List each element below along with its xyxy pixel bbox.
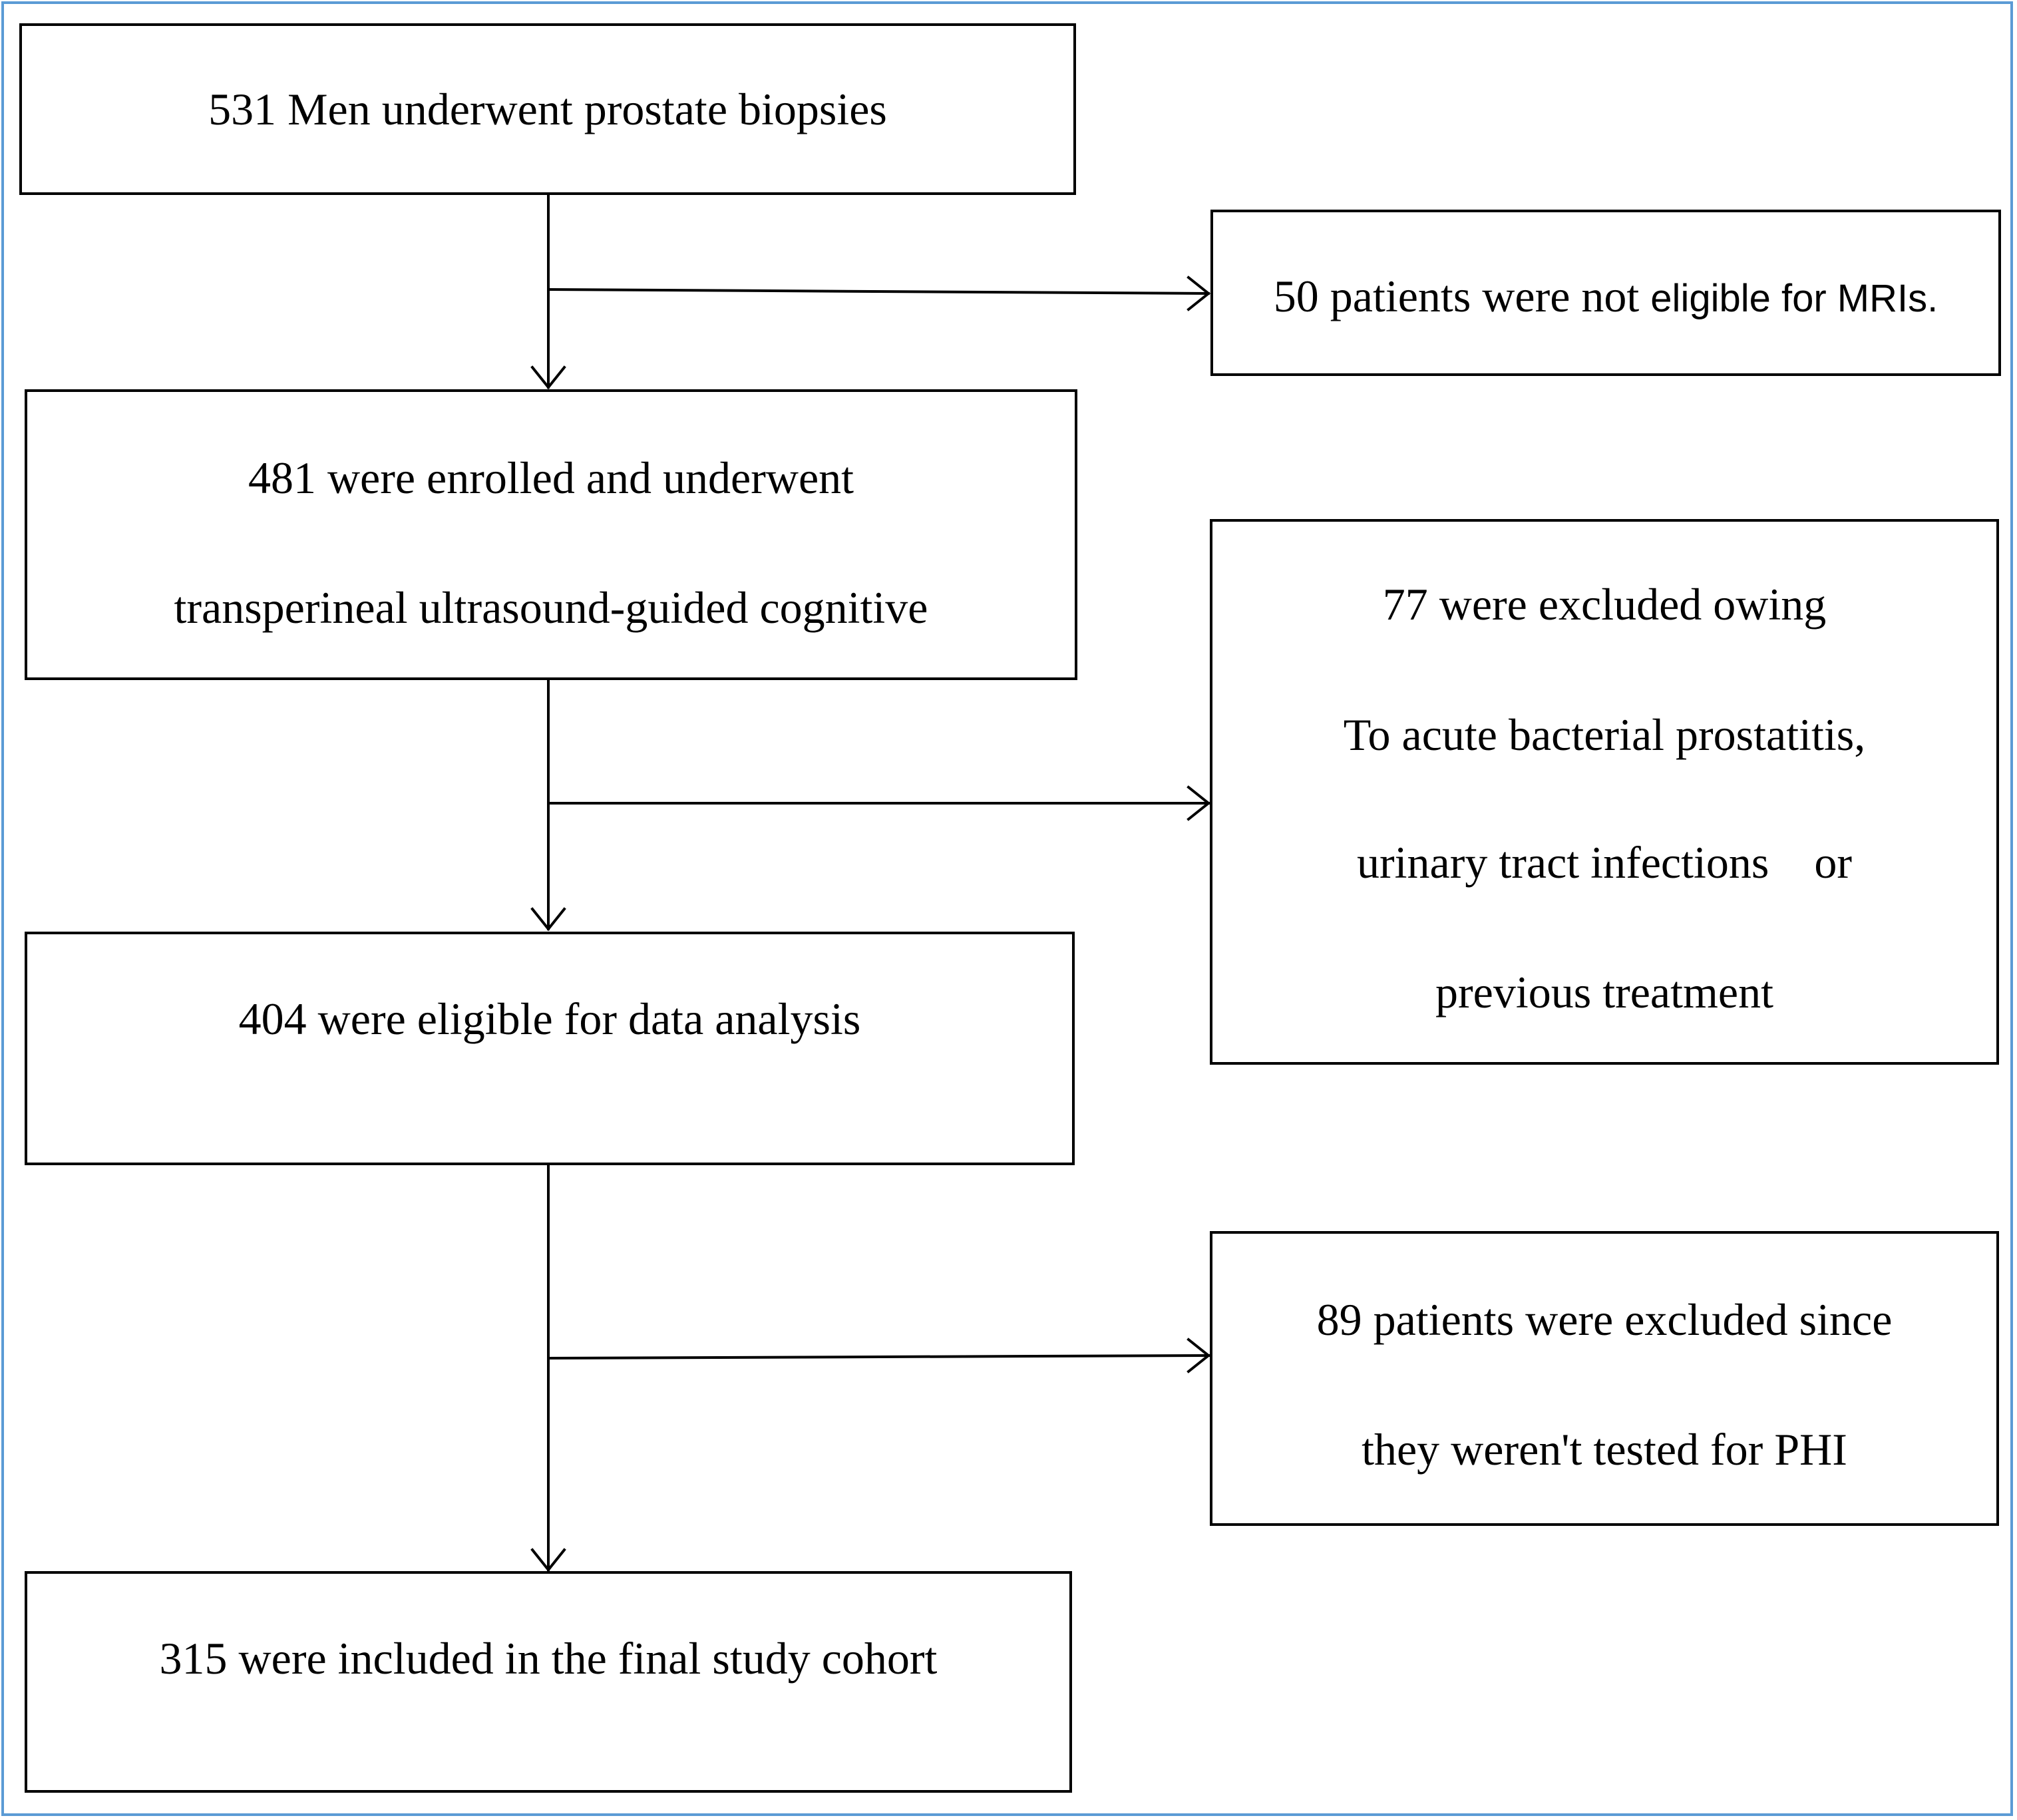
excluded-infection-text-line-1: 77 were excluded owing: [1382, 579, 1827, 630]
main-flow-arrowhead-2: [530, 907, 566, 932]
branch-arrowhead-3: [1187, 1338, 1211, 1373]
excluded-infection-text-line-3: urinary tract infections or: [1357, 837, 1852, 888]
final-cohort-text: 315 were included in the final study coh…: [159, 1633, 938, 1684]
excluded-phi-box: 89 patients were excluded since they wer…: [1210, 1231, 1999, 1526]
enrolled-text-line-2: transperineal ultrasound-guided cognitiv…: [174, 582, 928, 633]
excluded-infection-text-line-2: To acute bacterial prostatitis,: [1343, 709, 1866, 760]
main-flow-arrowhead-3: [530, 1548, 566, 1572]
biopsies-box: 531 Men underwent prostate biopsies: [19, 23, 1076, 195]
final-cohort-box: 315 were included in the final study coh…: [25, 1571, 1072, 1793]
not-eligible-mri-text-serif: 50 patients were not: [1273, 271, 1651, 321]
excluded-phi-text-line-1: 89 patients were excluded since: [1316, 1294, 1893, 1345]
branch-arrowhead-2: [1187, 785, 1211, 821]
eligible-analysis-text: 404 were eligible for data analysis: [238, 994, 861, 1044]
not-eligible-mri-box: 50 patients were not eligible for MRIs.: [1210, 210, 2001, 376]
enrolled-box: 481 were enrolled and underwent transper…: [25, 389, 1077, 680]
branch-line-1: [546, 287, 1210, 295]
excluded-phi-text-line-2: they weren't tested for PHI: [1362, 1424, 1847, 1475]
branch-arrowhead-1: [1187, 275, 1211, 311]
branch-line-3: [546, 1354, 1210, 1360]
not-eligible-mri-text-sans: eligible for MRIs.: [1650, 277, 1938, 320]
eligible-analysis-box: 404 were eligible for data analysis: [25, 932, 1075, 1165]
not-eligible-mri-text: 50 patients were not eligible for MRIs.: [1213, 273, 1998, 319]
biopsies-text: 531 Men underwent prostate biopsies: [208, 84, 887, 134]
excluded-infection-text-line-4: previous treatment: [1435, 967, 1773, 1017]
main-flow-arrowhead-1: [530, 365, 566, 390]
excluded-infection-box: 77 were excluded owing To acute bacteria…: [1210, 519, 1999, 1065]
enrolled-text-line-1: 481 were enrolled and underwent: [248, 453, 854, 503]
